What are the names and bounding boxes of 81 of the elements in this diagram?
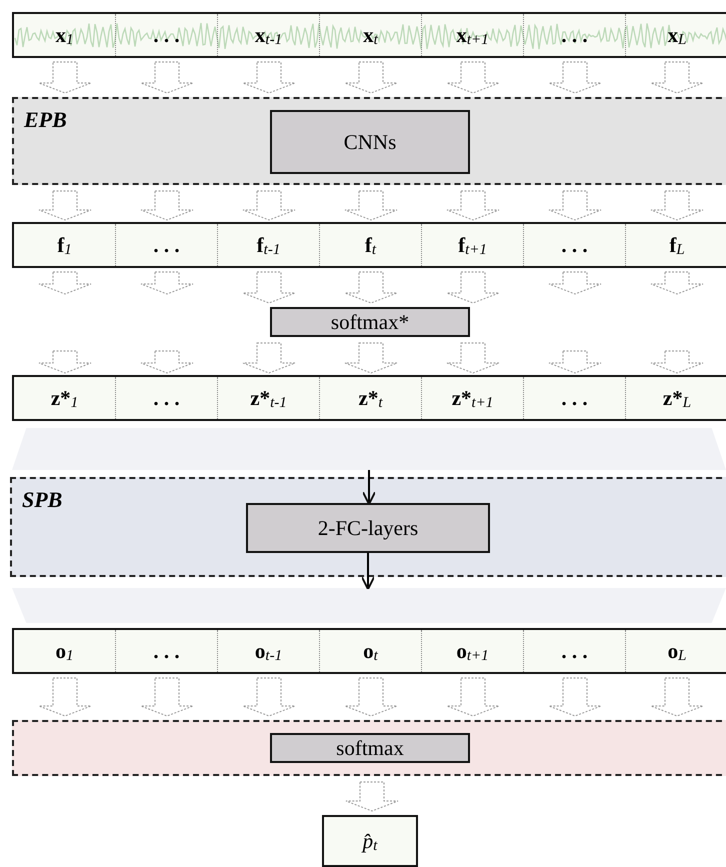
sequence-cell: o$_{t-1}$ <box>218 630 320 672</box>
block-arrow <box>446 678 500 717</box>
block-arrow <box>346 782 398 812</box>
sequence-cell: . . . <box>524 630 626 672</box>
block-arrow <box>446 62 500 94</box>
block-arrow <box>548 678 602 717</box>
block-arrow <box>140 272 194 295</box>
block-title: SPB <box>22 487 62 513</box>
layer-box: softmax <box>270 733 470 763</box>
block-arrow <box>344 62 398 94</box>
sequence-cell: x$_{t+1}$ <box>422 14 524 56</box>
block-arrow <box>38 272 92 295</box>
block-arrow <box>548 272 602 295</box>
block-arrow <box>344 272 398 304</box>
block-arrow <box>548 350 602 374</box>
block-arrow <box>650 62 704 94</box>
sequence-row <box>12 628 726 674</box>
funnel-band <box>12 588 726 623</box>
sequence-cell: . . . <box>116 377 218 419</box>
block-arrow <box>38 190 92 221</box>
block-arrow <box>446 342 500 374</box>
block-arrow <box>650 190 704 221</box>
sequence-cell: . . . <box>116 224 218 266</box>
block-title: EPB <box>24 107 67 133</box>
block-arrow <box>650 678 704 717</box>
sequence-cell: f$_{t-1}$ <box>218 224 320 266</box>
block-arrow <box>344 342 398 374</box>
sequence-cell: z*$_{L}$ <box>626 377 726 419</box>
sequence-cell: o$_{t}$ <box>320 630 422 672</box>
block-arrow <box>650 272 704 295</box>
block-arrow <box>140 350 194 374</box>
block-arrow <box>242 678 296 717</box>
block-arrow <box>140 62 194 94</box>
sequence-cell: z*$_{t+1}$ <box>422 377 524 419</box>
sequence-cell: x$_{1}$ <box>14 14 116 56</box>
sequence-row <box>12 375 726 421</box>
sequence-cell: o$_{1}$ <box>14 630 116 672</box>
sequence-cell: x$_{L}$ <box>626 14 726 56</box>
block-arrow <box>140 678 194 717</box>
block-arrow <box>242 272 296 304</box>
sequence-row <box>12 222 726 268</box>
funnel-band <box>12 428 726 470</box>
sequence-cell: f$_{t}$ <box>320 224 422 266</box>
arrow <box>362 470 376 506</box>
block-arrow <box>140 190 194 221</box>
block-arrow <box>344 190 398 221</box>
sequence-cell: o$_{L}$ <box>626 630 726 672</box>
block-panel <box>12 97 726 185</box>
layer-box: 2-FC-layers <box>246 503 490 553</box>
block-arrow <box>38 62 92 94</box>
block-panel <box>10 477 726 577</box>
sequence-cell: z*$_{t}$ <box>320 377 422 419</box>
block-panel <box>12 720 726 776</box>
sequence-cell: x$_{t}$ <box>320 14 422 56</box>
block-arrow <box>446 272 500 304</box>
sequence-cell: x$_{t-1}$ <box>218 14 320 56</box>
sequence-cell: . . . <box>116 630 218 672</box>
block-arrow <box>446 190 500 221</box>
block-arrow <box>548 62 602 94</box>
layer-box: softmax* <box>270 307 470 337</box>
sequence-cell: . . . <box>524 377 626 419</box>
output-box: p̂$_{t}$ <box>322 815 418 867</box>
block-arrow <box>242 342 296 374</box>
sequence-cell: . . . <box>524 224 626 266</box>
block-arrow <box>242 62 296 94</box>
sequence-cell: f$_{t+1}$ <box>422 224 524 266</box>
layer-box: CNNs <box>270 110 470 174</box>
block-arrow <box>650 350 704 374</box>
block-arrow <box>38 678 92 717</box>
sequence-cell: z*$_{1}$ <box>14 377 116 419</box>
sequence-cell: o$_{t+1}$ <box>422 630 524 672</box>
block-arrow <box>38 350 92 374</box>
block-arrow <box>344 678 398 717</box>
sequence-cell: f$_{1}$ <box>14 224 116 266</box>
sequence-cell: . . . <box>524 14 626 56</box>
sequence-cell: f$_{L}$ <box>626 224 726 266</box>
sequence-cell: z*$_{t-1}$ <box>218 377 320 419</box>
block-arrow <box>242 190 296 221</box>
sequence-cell: . . . <box>116 14 218 56</box>
arrow <box>361 553 375 590</box>
block-arrow <box>548 190 602 221</box>
